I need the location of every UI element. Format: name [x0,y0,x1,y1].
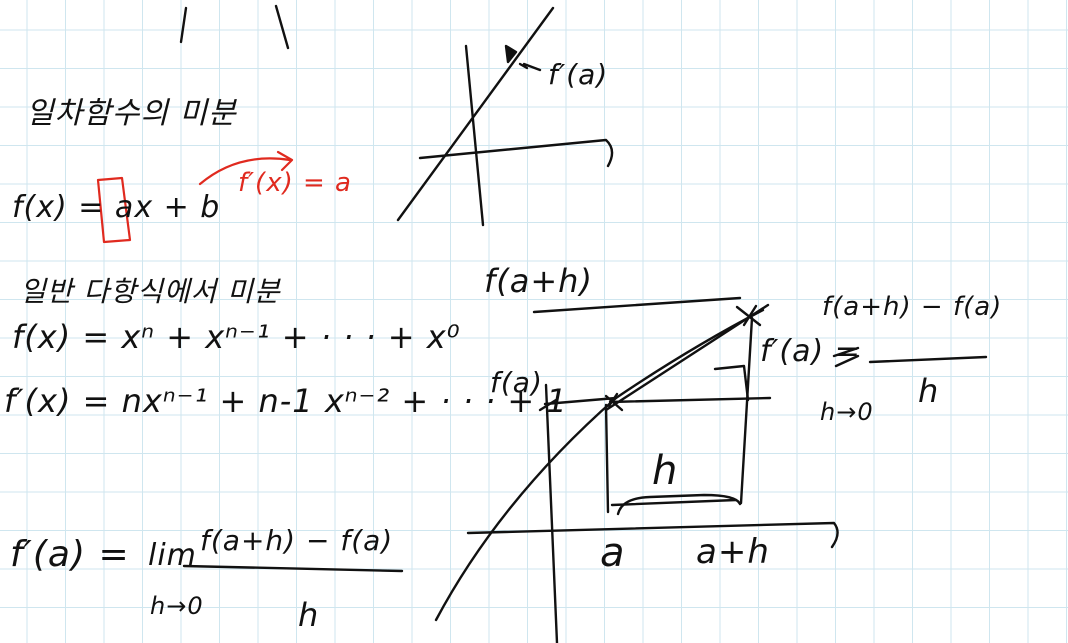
right-def-numerator: f(a+h) − f(a) [822,292,1003,322]
ah-vertical [739,316,754,505]
label-f-a: f(a) [490,366,543,399]
top-point [504,44,518,64]
fah-underline [532,296,742,314]
right-fraction-line [868,355,988,364]
right-eq-strokes [832,346,860,368]
label-h-bracket: h [652,448,679,494]
top-graph-point-label: f′(a) [548,58,609,91]
eq-polynomial: f(x) = xⁿ + xⁿ⁻¹ + · · · + x⁰ [12,318,461,356]
def-fraction-line [182,564,404,573]
def-denominator: h [298,596,320,634]
bottom-x-axis [466,521,839,549]
fa-axis-tick [538,398,558,412]
eq-linear-function: f(x) = ax + b [12,190,221,225]
point-a [604,392,624,412]
bottom-y-axis [544,383,559,643]
def-numerator: f(a+h) − f(a) [200,524,394,557]
top-y-axis [464,44,485,227]
label-f-a-plus-h: f(a+h) [484,262,593,300]
fa-tick [543,396,618,406]
h-base [610,498,738,507]
def-lim: lim [148,538,197,573]
top-x-axis [418,138,614,168]
a-vertical [604,403,610,514]
red-box-around-a [96,176,132,244]
eq-polynomial-derivative: f′(x) = nxⁿ⁻¹ + n-1 xⁿ⁻² + · · · + 1 [4,382,568,420]
right-def-lhs: f′(a) = [760,334,861,369]
secant-line [604,303,770,412]
eq-linear-derivative: f′(x) = a [238,168,352,198]
red-arrow [198,150,294,186]
stray-stroke-left [179,6,188,44]
heading-linear-derivative: 일차함수의 미분 [26,96,237,131]
right-def-denominator: h [918,372,940,410]
secant-horizontal [608,396,772,404]
heading-polynomial-derivative: 일반 다항식에서 미분 [20,275,281,308]
right-def-subscript: h→0 [820,398,874,426]
top-line [396,6,555,222]
stray-stroke-right [274,4,290,50]
label-a: a [600,530,626,576]
point-ah [735,304,762,327]
right-angle-mark [713,364,750,402]
label-a-plus-h: a+h [696,532,770,572]
def-lhs: f′(a) = [10,534,130,575]
top-point-arrow [518,62,542,72]
def-lim-subscript: h→0 [150,592,204,620]
